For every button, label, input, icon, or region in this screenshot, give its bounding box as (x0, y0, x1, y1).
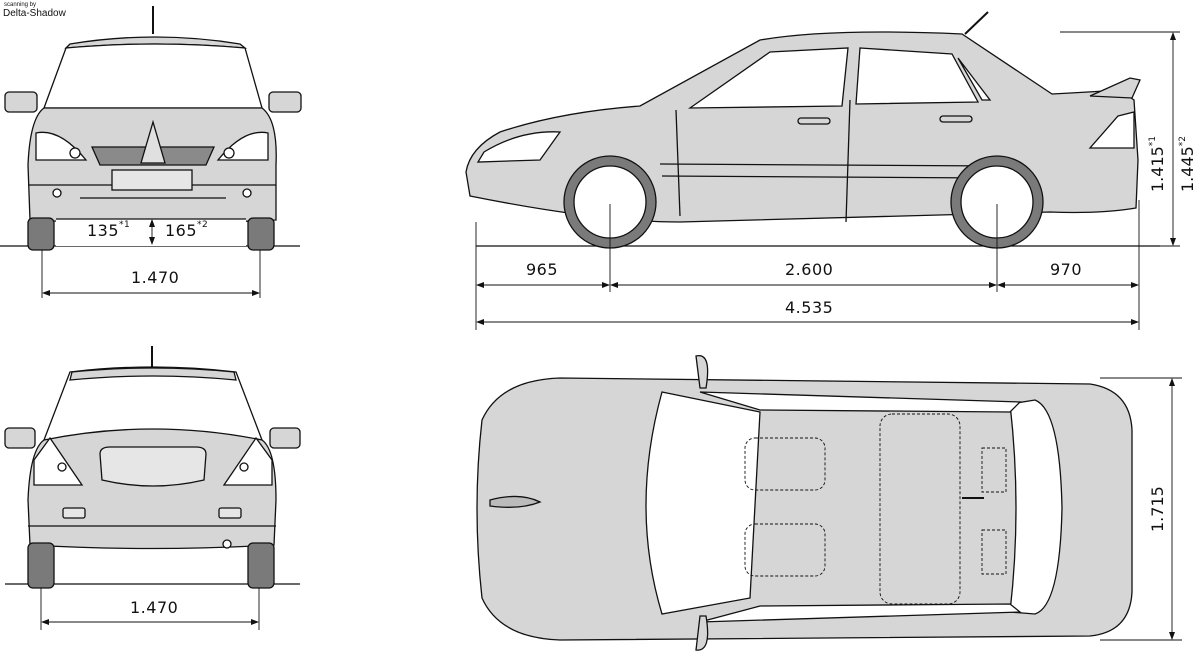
footnote-marker: *1 (119, 220, 131, 230)
rear-track-width: 1.470 (130, 598, 179, 617)
front-view (0, 6, 302, 251)
front-ground-clearance-1: 135*1 (87, 220, 131, 240)
footnote-marker: *2 (197, 220, 209, 230)
footnote-marker: *2 (1178, 135, 1188, 147)
overall-width: 1.715 (1148, 486, 1167, 532)
credit-name: Delta-Shadow (3, 8, 66, 19)
dim-value: 1.445 (1178, 146, 1197, 192)
side-view (465, 11, 1160, 249)
dim-value: 1.415 (1148, 146, 1167, 192)
front-overhang: 965 (526, 260, 559, 279)
front-track-width: 1.470 (131, 268, 180, 287)
wheelbase: 2.600 (785, 260, 834, 279)
dim-value: 135 (87, 221, 120, 240)
dim-value: 165 (165, 221, 198, 240)
height-2: 1.445*2 (1178, 136, 1197, 192)
rear-overhang: 970 (1050, 260, 1083, 279)
front-ground-clearance-2: 165*2 (165, 220, 209, 240)
rear-view (4, 346, 301, 589)
height-1: 1.415*1 (1148, 136, 1167, 192)
overall-length: 4.535 (785, 298, 834, 317)
top-view (476, 354, 1133, 651)
credit-caption: scanning by (4, 2, 37, 8)
footnote-marker: *1 (1148, 135, 1158, 147)
